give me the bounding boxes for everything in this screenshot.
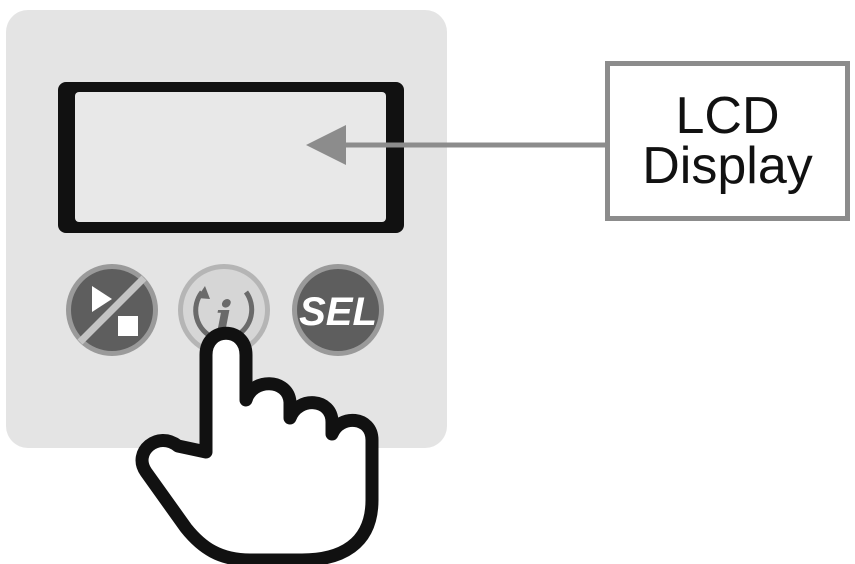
lcd-display — [58, 82, 404, 233]
lcd-display-callout: LCD Display — [605, 61, 850, 221]
control-panel — [6, 10, 447, 448]
callout-label: LCD Display — [642, 87, 813, 195]
lcd-screen — [75, 92, 386, 222]
